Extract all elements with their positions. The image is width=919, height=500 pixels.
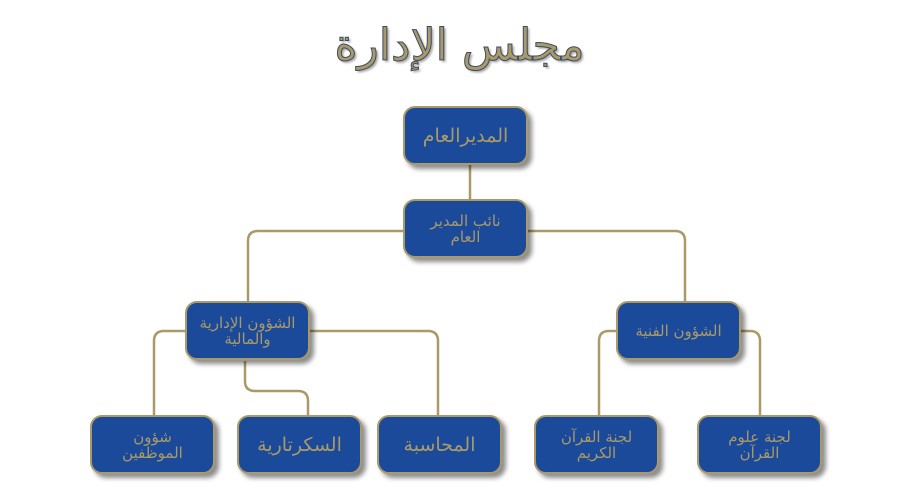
node-label: الشؤون الإدارية والمالية [199, 313, 296, 348]
connector-admin-staff [152, 329, 185, 415]
node-accounting: المحاسبة [377, 415, 502, 474]
node-secretariat: السكرتارية [237, 415, 362, 474]
connector-admin-accounting [310, 329, 440, 415]
node-quran-sciences-committee: لجنة علوم القرآن [697, 415, 822, 474]
node-label: المديرالعام [422, 124, 509, 147]
node-label: الشؤون الفنية [635, 321, 722, 340]
node-label: نائب المدير العام [430, 211, 501, 246]
node-label: لجنة علوم القرآن [728, 427, 791, 462]
connector-admin-secretariat [243, 361, 310, 415]
node-label: شؤون الموظفين [122, 427, 183, 462]
connector-technical-quran [597, 329, 616, 415]
node-deputy-manager: نائب المدير العام [403, 199, 528, 258]
node-quran-committee: لجنة القرآن الكريم [534, 415, 659, 474]
chart-title: مجلس الإدارة [334, 20, 585, 72]
connector-deputy-technical [528, 229, 687, 301]
node-technical-affairs: الشؤون الفنية [616, 301, 741, 360]
node-label: السكرتارية [257, 433, 342, 456]
node-admin-finance: الشؤون الإدارية والمالية [185, 301, 310, 360]
node-staff-affairs: شؤون الموظفين [90, 415, 215, 474]
node-label: المحاسبة [403, 433, 476, 456]
connector-deputy-admin [246, 229, 403, 301]
connector-technical-sciences [741, 329, 762, 415]
node-label: لجنة القرآن الكريم [560, 427, 633, 462]
node-general-manager: المديرالعام [403, 106, 528, 165]
